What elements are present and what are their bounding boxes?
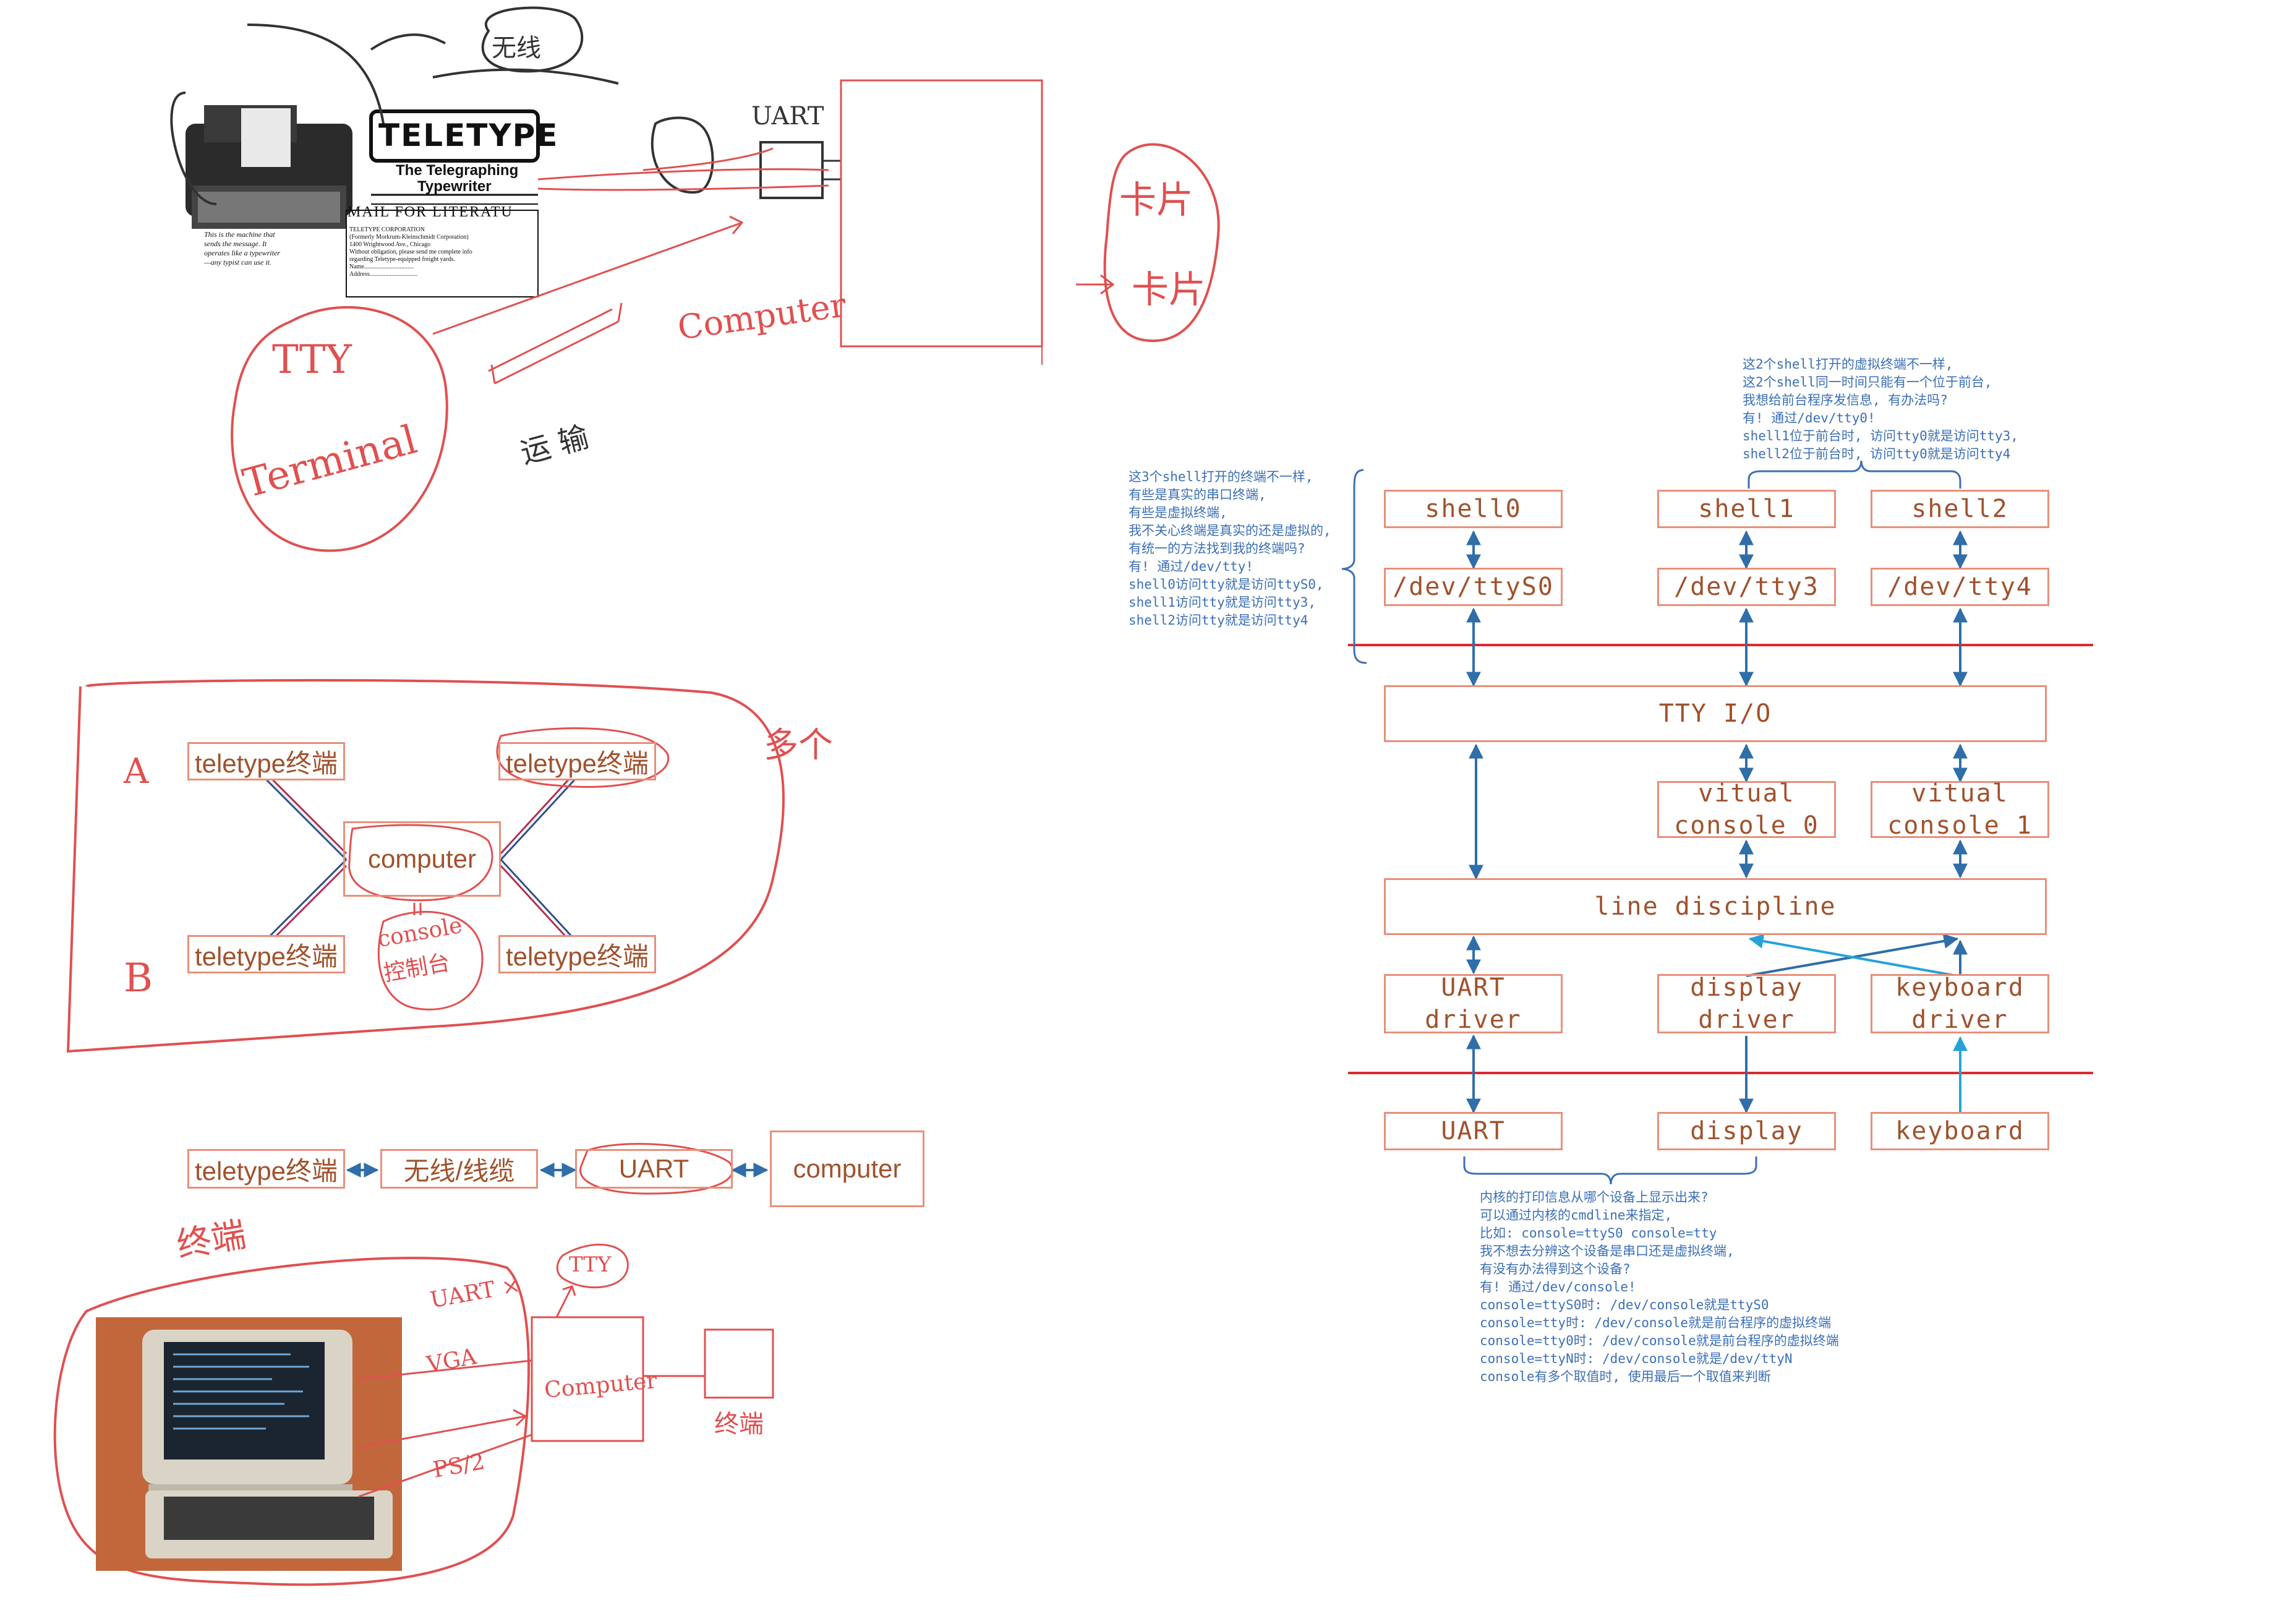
serial-wire-1: [537, 168, 829, 181]
terminal-loop: [53, 1257, 530, 1586]
computer-frame: [840, 79, 1043, 348]
shell1-box: shell1: [1657, 490, 1836, 528]
top-right-terminal-circle: [496, 727, 670, 788]
computer-sketch-box: [531, 1316, 644, 1442]
hand-console: console 控制台: [375, 912, 464, 987]
dev-ttys0-box: /dev/ttyS0: [1384, 568, 1563, 606]
tty-io-box: TTY I/O: [1384, 685, 2047, 742]
note-dev-tty: 这3个shell打开的终端不一样, 有些是真实的串口终端, 有些是虚拟终端, 我…: [1129, 469, 1331, 628]
tty-circle: [231, 306, 448, 552]
label-b: B: [124, 955, 153, 1001]
teletype-terminal-bottom-left: teletype终端: [187, 935, 345, 973]
card-arrow: [1076, 274, 1115, 295]
left-note-bracket: [1341, 469, 1367, 664]
teletype-terminal-top-left: teletype终端: [187, 742, 345, 780]
hand-tty-label: TTY: [569, 1252, 612, 1277]
card-circle: [1103, 143, 1220, 343]
vt-terminal-photo: [96, 1317, 402, 1571]
teletype-advertisement: [346, 109, 540, 297]
hand-card-1: 卡片: [1119, 179, 1193, 222]
hand-tty: TTY: [272, 337, 352, 383]
shell2-box: shell2: [1871, 490, 2049, 528]
dev-tty3-box: /dev/tty3: [1657, 568, 1836, 606]
note-dev-console: 内核的打印信息从哪个设备上显示出来? 可以通过内核的cmdline来指定, 比如…: [1480, 1190, 1839, 1384]
label-a: A: [124, 751, 149, 792]
serial-wire-2: [537, 184, 829, 191]
tty-bubble: [556, 1244, 629, 1289]
bottom-note-bracket: [1463, 1156, 1757, 1185]
ad-coupon: TELETYPE CORPORATION (Formerly Morkrum-K…: [349, 226, 472, 278]
computer-box: computer: [343, 821, 501, 897]
wireless-circle: [481, 6, 584, 73]
keyboard-box: keyboard: [1871, 1112, 2049, 1150]
uart-driver-box: UART driver: [1384, 973, 1563, 1034]
wire-to-wireless: [247, 24, 446, 124]
terminal-sketch-box: [704, 1328, 774, 1399]
chain-uart: UART: [575, 1149, 733, 1189]
shell0-box: shell0: [1384, 490, 1563, 528]
virtual-console-1-box: vitual console 1: [1871, 779, 2049, 840]
teletype-terminal-bottom-right: teletype终端: [498, 935, 656, 973]
uart-chain-circle: [579, 1143, 733, 1195]
wireless-underline: [432, 68, 619, 85]
hand-many: 多个: [764, 725, 833, 766]
teletype-machine-illustration: [186, 105, 352, 229]
console-circle: [377, 911, 484, 1011]
teletype-terminal-top-right: teletype终端: [498, 742, 656, 780]
uart-pins: [822, 160, 841, 181]
keyboard-driver-box: keyboard driver: [1871, 973, 2049, 1034]
hand-uart: UART: [751, 102, 824, 130]
hand-terminal-label-2: 终端: [714, 1410, 764, 1438]
virtual-console-0-box: vitual console 0: [1657, 779, 1836, 840]
multi-terminal-links: [265, 778, 576, 941]
diagram-light-arrows: [1748, 933, 1968, 1112]
tty-pointer: [555, 1285, 576, 1318]
tty-to-computer-arrow: [432, 215, 744, 335]
dev-tty4-box: /dev/tty4: [1871, 568, 2049, 606]
console-link: [413, 903, 422, 915]
wire-scribble: [170, 92, 217, 205]
chain-wireless: 无线/线缆: [380, 1149, 538, 1189]
ad-mail: MAIL FOR LITERATU: [348, 204, 513, 220]
top-note-bracket: [1748, 460, 1961, 489]
ad-subhead-1: The Telegraphing: [396, 162, 519, 179]
note-dev-tty0: 这2个shell打开的虚拟终端不一样, 这2个shell同一时间只能有一个位于前…: [1743, 357, 2018, 461]
io-lines: [358, 1359, 532, 1498]
chain-teletype: teletype终端: [187, 1149, 345, 1189]
uart-circle: [651, 116, 714, 194]
chain-computer: computer: [770, 1130, 924, 1207]
serial-wire-3: [642, 147, 774, 171]
ad-headline: TELETYPE: [378, 118, 559, 153]
uart-box: [759, 141, 824, 199]
display-driver-box: display driver: [1657, 973, 1836, 1034]
hand-wireless: 无线: [492, 34, 541, 62]
multi-terminal-loop: [66, 679, 785, 1053]
line-discipline-box: line discipline: [1384, 878, 2047, 935]
hand-card-2: 卡片: [1132, 268, 1206, 312]
transport-arrow: [488, 302, 623, 385]
display-box: display: [1657, 1112, 1836, 1150]
uart-box: UART: [1384, 1112, 1563, 1150]
ad-subhead-2: Typewriter: [417, 178, 492, 195]
computer-circle: [348, 824, 493, 902]
ad-caption: This is the machine that sends the messa…: [204, 230, 280, 267]
